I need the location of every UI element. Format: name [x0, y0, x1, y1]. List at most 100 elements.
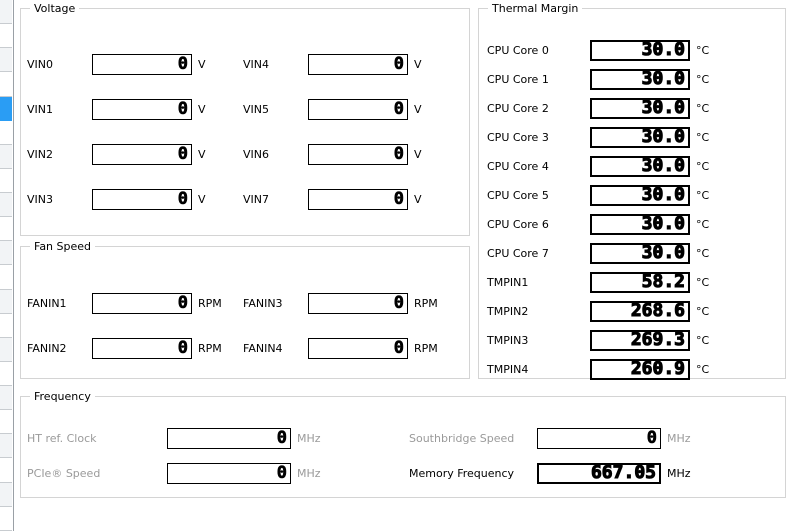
- tmpin1-readout: 58.2: [590, 271, 690, 293]
- fan-speed-group-title: Fan Speed: [30, 240, 96, 253]
- cpu-core-6-value: 30.0: [641, 213, 685, 234]
- vin3-unit: V: [198, 192, 206, 206]
- nav-item[interactable]: [0, 241, 12, 266]
- fanin1-value: 0: [177, 292, 188, 313]
- cpu-core-1-readout: 30.0: [590, 68, 690, 90]
- vin4-label: VIN4: [243, 57, 269, 71]
- fanin4-readout: 0: [308, 337, 408, 359]
- vin7-label: VIN7: [243, 192, 269, 206]
- tmpin1-label: TMPIN1: [487, 275, 529, 289]
- tmpin4-row: TMPIN4 260.9 °C: [487, 358, 709, 380]
- fanin1-label: FANIN1: [27, 296, 67, 310]
- tmpin1-unit: °C: [696, 275, 710, 289]
- memory-frequency-readout: 667.05: [537, 462, 661, 484]
- tmpin4-readout: 260.9: [590, 358, 690, 380]
- vin6-label: VIN6: [243, 147, 269, 161]
- nav-item[interactable]: [0, 144, 12, 169]
- nav-item[interactable]: [0, 506, 12, 531]
- cpu-core-0-unit: °C: [696, 43, 710, 57]
- navigation-tree-sliver[interactable]: [0, 0, 14, 531]
- tmpin3-readout: 269.3: [590, 329, 690, 351]
- cpu-core-5-value: 30.0: [641, 184, 685, 205]
- vin0-value: 0: [177, 53, 188, 74]
- fanin2-readout: 0: [92, 337, 192, 359]
- ht-ref-clock-label: HT ref. Clock: [27, 431, 97, 445]
- cpu-core-4-label: CPU Core 4: [487, 159, 549, 173]
- ht-ref-clock-value: 0: [276, 427, 287, 448]
- nav-item[interactable]: [0, 168, 12, 193]
- nav-item[interactable]: [0, 193, 12, 218]
- nav-item[interactable]: [0, 24, 12, 49]
- nav-item[interactable]: [0, 72, 12, 97]
- fanin1-unit: RPM: [198, 296, 222, 310]
- nav-item[interactable]: [0, 410, 12, 435]
- vin5-value: 0: [393, 98, 404, 119]
- nav-item[interactable]: [0, 458, 12, 483]
- fanin4-value: 0: [393, 337, 404, 358]
- tmpin4-label: TMPIN4: [487, 362, 529, 376]
- cpu-core-2-value: 30.0: [641, 97, 685, 118]
- vin4-unit: V: [414, 57, 422, 71]
- vin6-value: 0: [393, 143, 404, 164]
- nav-item[interactable]: [0, 289, 12, 314]
- nav-item[interactable]: [0, 482, 12, 507]
- thermal-margin-group-title: Thermal Margin: [488, 2, 583, 15]
- tmpin3-value: 269.3: [630, 329, 685, 350]
- nav-item[interactable]: [0, 361, 12, 386]
- cpu-core-2-readout: 30.0: [590, 97, 690, 119]
- ht-ref-clock-row: HT ref. Clock 0 MHz: [27, 427, 321, 449]
- fanin3-readout: 0: [308, 292, 408, 314]
- vin5-unit: V: [414, 102, 422, 116]
- cpu-core-1-label: CPU Core 1: [487, 72, 549, 86]
- vin7-value: 0: [393, 188, 404, 209]
- vin7-readout: 0: [308, 188, 408, 210]
- nav-item[interactable]: [0, 337, 12, 362]
- cpu-core-1-unit: °C: [696, 72, 710, 86]
- cpu-core-0-label: CPU Core 0: [487, 43, 549, 57]
- fanin1-readout: 0: [92, 292, 192, 314]
- nav-item[interactable]: [0, 0, 12, 25]
- nav-item[interactable]: [0, 386, 12, 411]
- pcie-speed-label: PCIe® Speed: [27, 466, 101, 480]
- vin4-readout: 0: [308, 53, 408, 75]
- vin2-unit: V: [198, 147, 206, 161]
- memory-frequency-label: Memory Frequency: [409, 466, 515, 480]
- vin1-value: 0: [177, 98, 188, 119]
- ht-ref-clock-unit: MHz: [297, 431, 321, 445]
- memory-frequency-row: Memory Frequency 667.05 MHz: [409, 462, 691, 484]
- vin1-label: VIN1: [27, 102, 53, 116]
- memory-frequency-unit: MHz: [667, 466, 691, 480]
- nav-item[interactable]: [0, 48, 12, 73]
- nav-item[interactable]: [0, 313, 12, 338]
- fanin4-unit: RPM: [414, 341, 438, 355]
- tmpin4-unit: °C: [696, 362, 710, 376]
- nav-item[interactable]: [0, 217, 12, 242]
- cpu-core-1-row: CPU Core 1 30.0 °C: [487, 68, 709, 90]
- nav-item-selected[interactable]: [0, 96, 12, 121]
- cpu-core-7-label: CPU Core 7: [487, 246, 549, 260]
- nav-item[interactable]: [0, 434, 12, 459]
- cpu-core-7-value: 30.0: [641, 242, 685, 263]
- nav-item[interactable]: [0, 120, 12, 145]
- vin7-unit: V: [414, 192, 422, 206]
- nav-item[interactable]: [0, 265, 12, 290]
- vin3-readout: 0: [92, 188, 192, 210]
- ht-ref-clock-readout: 0: [167, 427, 291, 449]
